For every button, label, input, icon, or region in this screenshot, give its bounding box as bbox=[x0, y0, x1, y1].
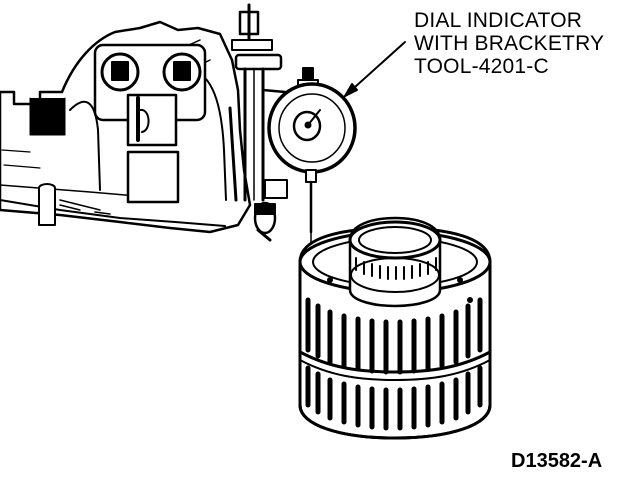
bracketry bbox=[231, 3, 288, 242]
callout-arrow bbox=[344, 41, 406, 97]
clutch-drum bbox=[298, 216, 492, 440]
callout-line-2: WITH BRACKETRY bbox=[414, 32, 605, 55]
callout-label: DIAL INDICATOR WITH BRACKETRY TOOL-4201-… bbox=[414, 9, 604, 78]
dial-indicator bbox=[267, 67, 357, 243]
bolt bbox=[38, 183, 101, 226]
callout-line-1: DIAL INDICATOR bbox=[414, 9, 583, 32]
case-bracket bbox=[93, 43, 207, 204]
figure-id: D13582-A bbox=[511, 450, 603, 472]
callout-line-3: TOOL-4201-C bbox=[414, 55, 549, 78]
